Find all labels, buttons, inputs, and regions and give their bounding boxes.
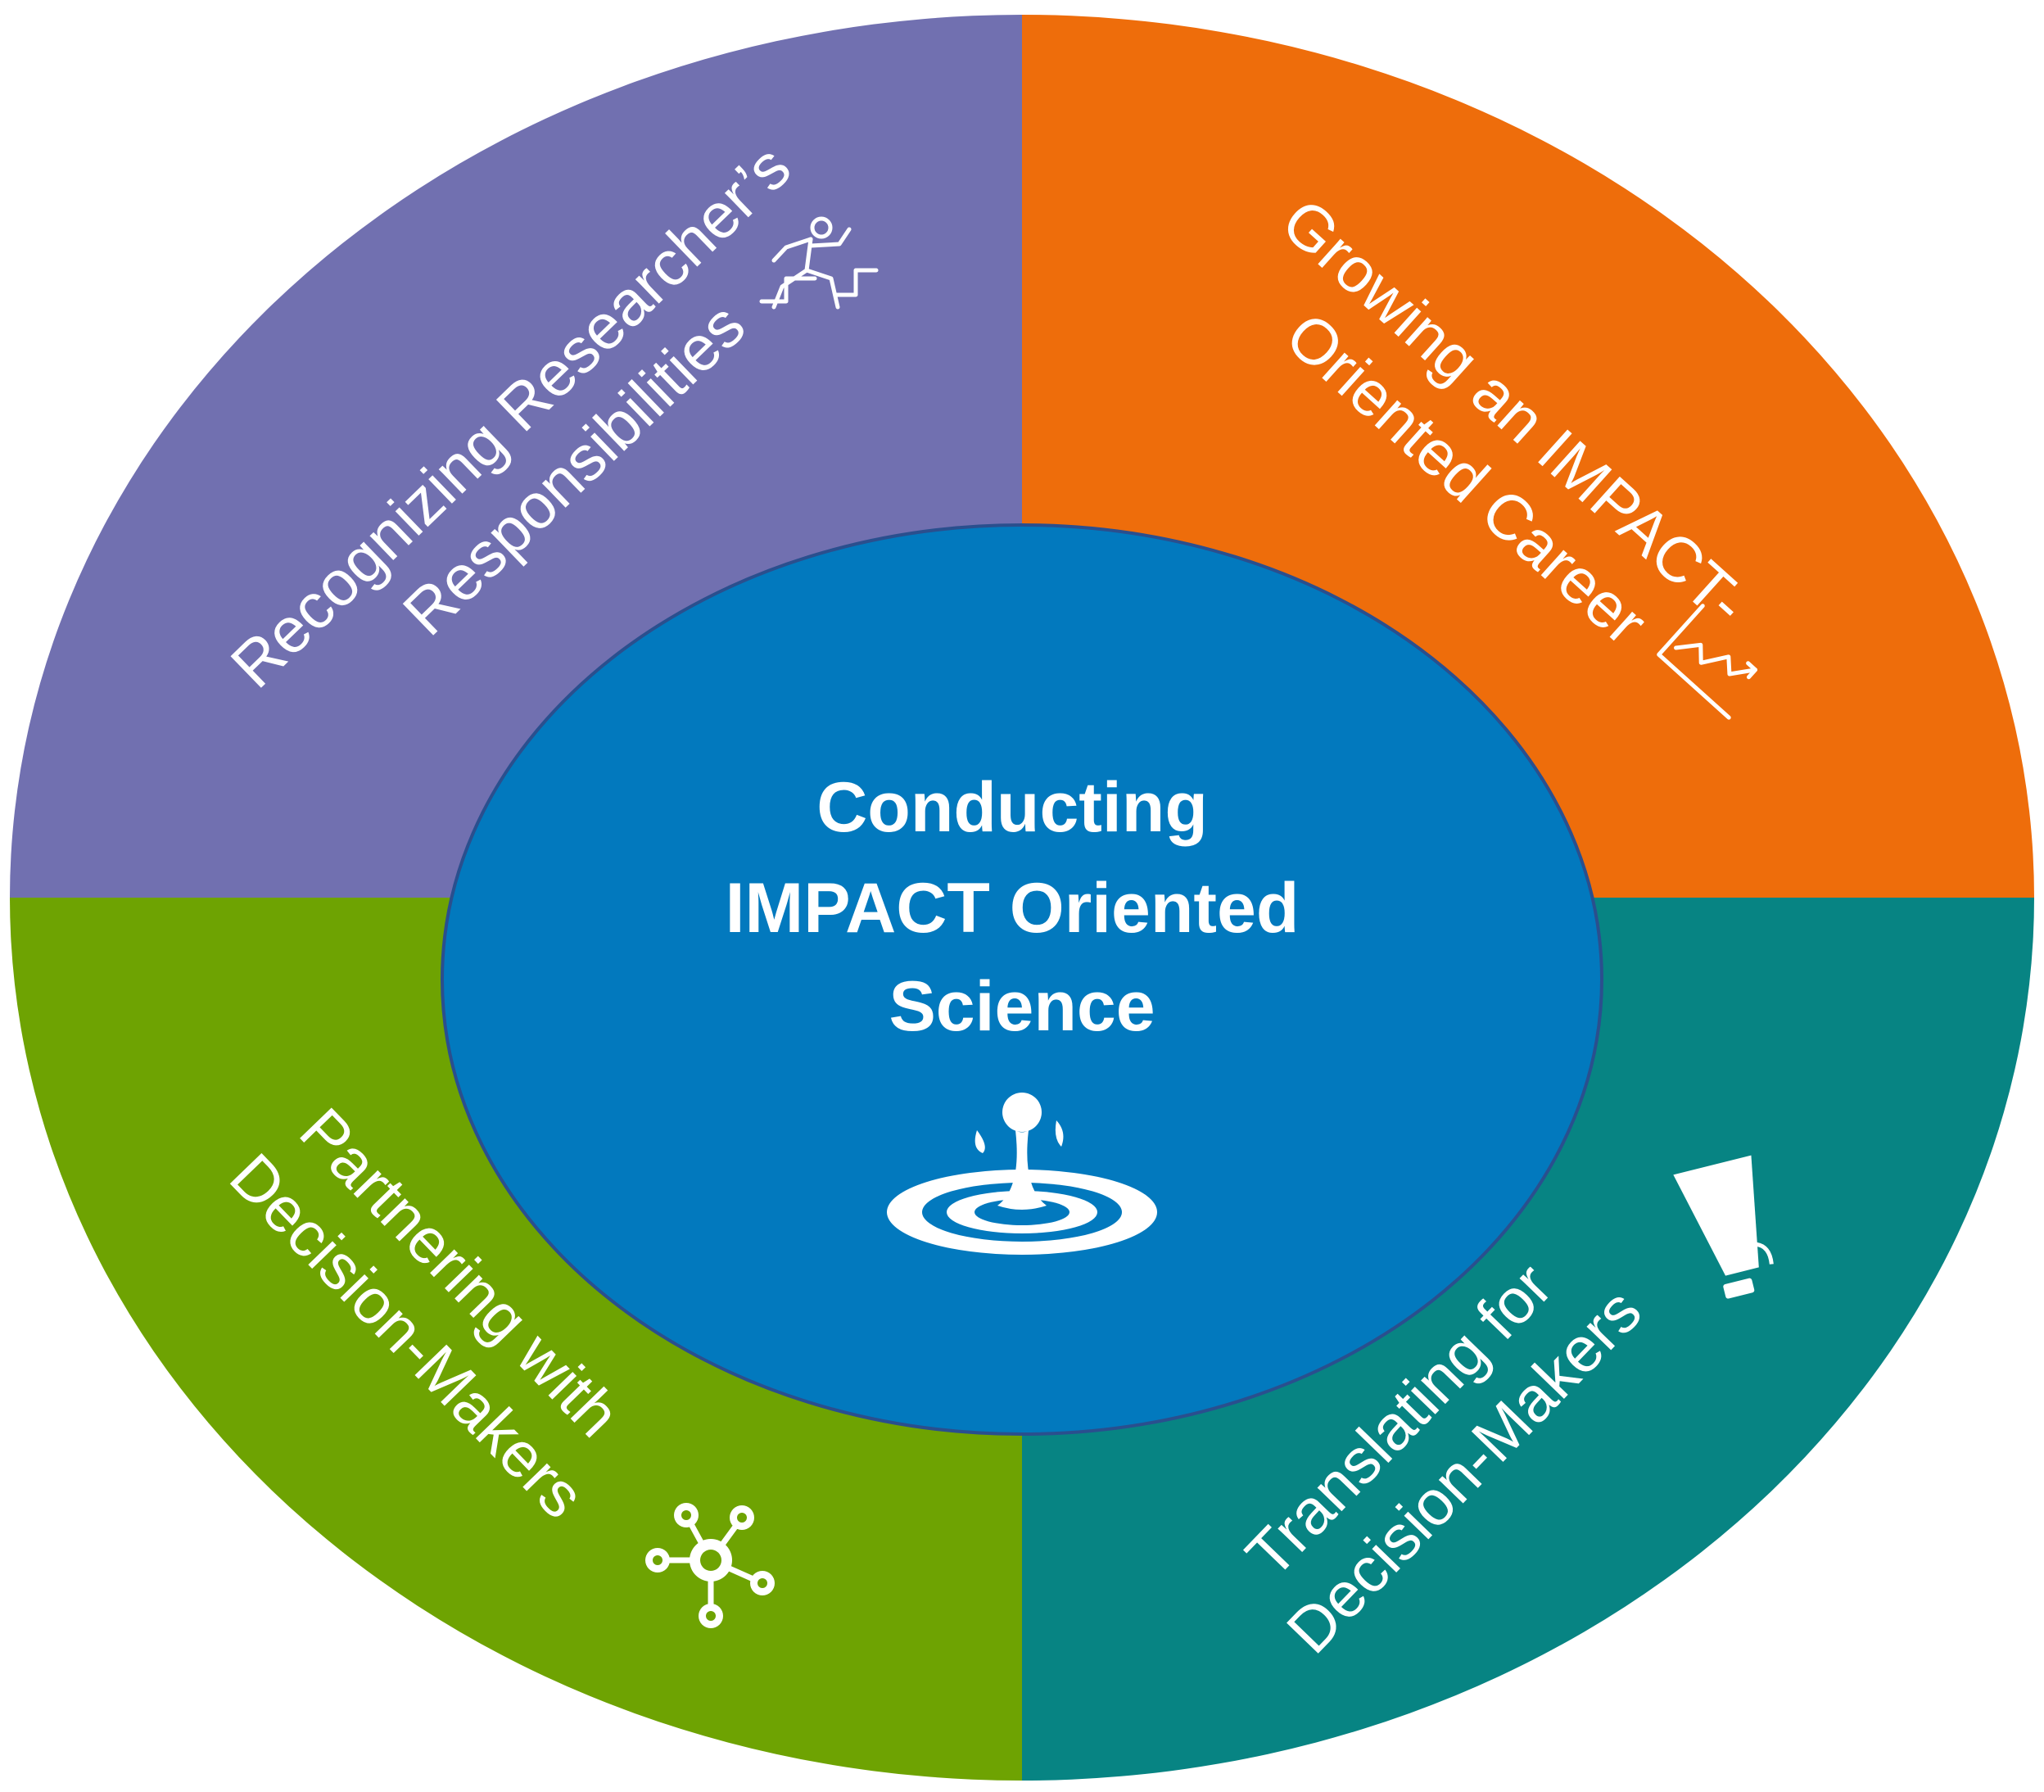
center-title-line-3: Science [889,967,1155,1046]
growth-chart-icon [1657,604,1758,720]
network-nodes-icon [645,1503,775,1628]
center-title: Conducting IMPACT Oriented Science [726,768,1319,1046]
megaphone-icon [1673,1155,1774,1299]
water-drop-ripple-icon [887,1093,1157,1255]
stepping-person-icon [759,216,879,310]
center-title-line-1: Conducting [816,768,1208,847]
center-circle [441,523,1603,1436]
center-title-line-2: IMPACT Oriented [726,869,1300,948]
